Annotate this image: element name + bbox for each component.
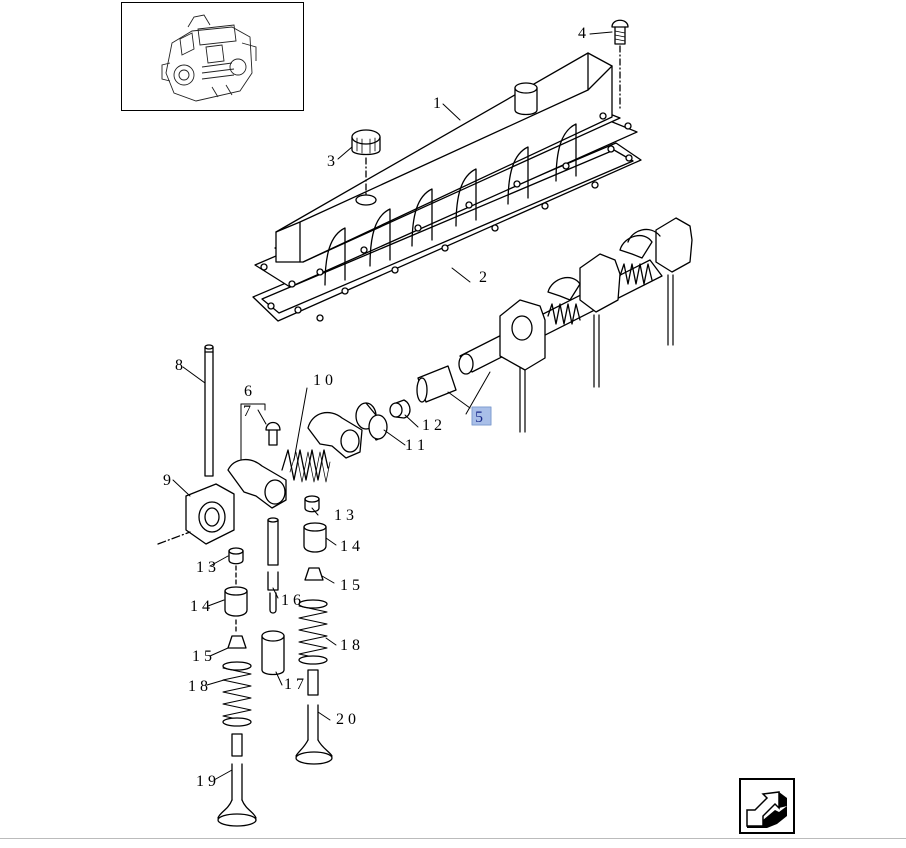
callout-13-right[interactable]: 1 3 xyxy=(334,507,354,524)
valve-stack-right xyxy=(295,495,333,765)
engine-thumbnail[interactable] xyxy=(121,2,304,111)
callout-2[interactable]: 2 xyxy=(479,269,487,286)
oil-filler-cap xyxy=(351,129,381,196)
callout-3[interactable]: 3 xyxy=(327,153,335,170)
rocker-bracket-9 xyxy=(157,483,235,545)
callout-20[interactable]: 2 0 xyxy=(336,711,356,728)
callout-15-right[interactable]: 1 5 xyxy=(340,577,360,594)
rocker-arm-right xyxy=(307,411,363,459)
callout-12[interactable]: 1 2 xyxy=(422,417,442,434)
callout-4[interactable]: 4 xyxy=(578,25,586,42)
callout-11[interactable]: 1 1 xyxy=(405,437,425,454)
callout-5[interactable]: 5 xyxy=(475,409,483,426)
callout-1[interactable]: 1 xyxy=(433,95,441,112)
callout-labels: 1 2 3 4 5 6 7 8 9 1 0 1 1 1 2 1 3 1 3 1 … xyxy=(163,25,586,790)
rocker-shaft-assembly xyxy=(458,217,693,433)
callout-8[interactable]: 8 xyxy=(175,357,183,374)
bushing-11 xyxy=(355,402,406,446)
valve-stack-left xyxy=(217,547,257,827)
rocker-cover xyxy=(254,52,638,288)
callout-18-left[interactable]: 1 8 xyxy=(188,678,208,695)
callout-13-left[interactable]: 1 3 xyxy=(196,559,216,576)
callout-17[interactable]: 1 7 xyxy=(284,676,304,693)
callout-9[interactable]: 9 xyxy=(163,472,171,489)
tappet-stack xyxy=(261,517,285,676)
cover-screw xyxy=(611,19,629,111)
callout-14-right[interactable]: 1 4 xyxy=(340,538,360,555)
adjust-screw-7 xyxy=(265,421,281,446)
callout-6[interactable]: 6 xyxy=(244,383,252,400)
callout-5-highlight[interactable] xyxy=(471,406,492,426)
shaft-end xyxy=(416,365,491,415)
engine-thumbnail-icon xyxy=(161,14,257,102)
callout-15-left[interactable]: 1 5 xyxy=(192,648,212,665)
rocker-arm-6 xyxy=(227,403,287,509)
callout-19[interactable]: 1 9 xyxy=(196,773,216,790)
callout-18-right[interactable]: 1 8 xyxy=(340,637,360,654)
leader-lines xyxy=(172,31,613,781)
callout-16[interactable]: 1 6 xyxy=(281,592,301,609)
spring-10 xyxy=(281,387,331,483)
push-rod-8 xyxy=(204,344,214,477)
plug-12 xyxy=(389,399,419,428)
callout-14-left[interactable]: 1 4 xyxy=(190,598,210,615)
callout-7[interactable]: 7 xyxy=(243,403,251,420)
next-page-button[interactable] xyxy=(739,778,795,834)
callout-10[interactable]: 1 0 xyxy=(313,372,333,389)
bottom-divider xyxy=(0,838,906,839)
next-page-arrow-icon xyxy=(746,791,787,828)
